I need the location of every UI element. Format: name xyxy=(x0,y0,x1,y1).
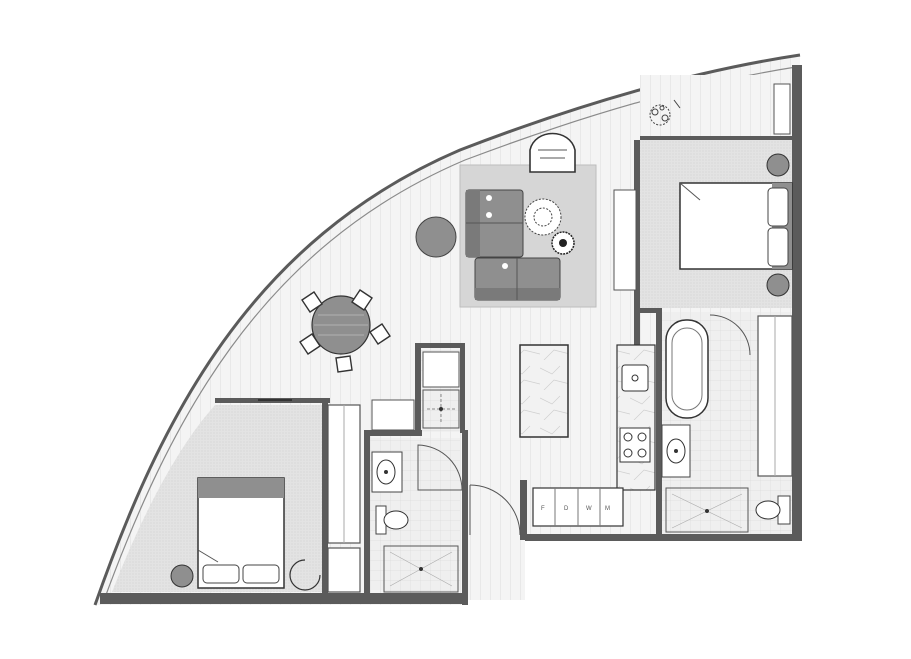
bedroom-1-door xyxy=(289,559,321,591)
balcony-bench xyxy=(773,83,791,135)
bathroom-vanity xyxy=(371,451,403,493)
appliance-label: W xyxy=(586,506,592,512)
ensuite-shower xyxy=(665,487,749,533)
appliance-label: M xyxy=(605,506,610,512)
kitchen-island xyxy=(519,344,569,438)
bedroom-1-wardrobe xyxy=(327,404,361,593)
ensuite-toilet xyxy=(755,495,791,525)
ensuite-bath xyxy=(665,319,709,419)
appliance-label: D xyxy=(564,506,569,512)
laundry xyxy=(371,351,460,431)
bathroom-toilet xyxy=(375,505,409,535)
balcony-floor xyxy=(640,75,792,137)
kitchen-appliances: F D W M xyxy=(532,487,624,527)
coffee-table xyxy=(524,198,575,255)
appliance-label: F xyxy=(541,506,545,512)
entry-door xyxy=(469,484,521,536)
bedroom-2-side-table-bottom xyxy=(766,273,790,297)
bedroom-2-side-table-top xyxy=(766,153,790,177)
bedroom-1-bed xyxy=(197,477,285,589)
ottoman xyxy=(415,216,457,258)
bedroom-1-side-table xyxy=(170,564,194,588)
dining-chairs xyxy=(299,289,391,373)
dining-table xyxy=(311,295,371,355)
bathroom-shower xyxy=(383,545,459,593)
armchair xyxy=(529,132,576,173)
kitchen-bench xyxy=(613,189,656,491)
sofa xyxy=(465,189,561,301)
bedroom-2-bed xyxy=(679,182,793,270)
balcony-plant xyxy=(649,104,671,126)
bedroom-2-wardrobe xyxy=(757,315,793,477)
ensuite-door xyxy=(709,314,751,356)
bathroom-door xyxy=(417,444,463,491)
ensuite-vanity xyxy=(661,424,691,478)
